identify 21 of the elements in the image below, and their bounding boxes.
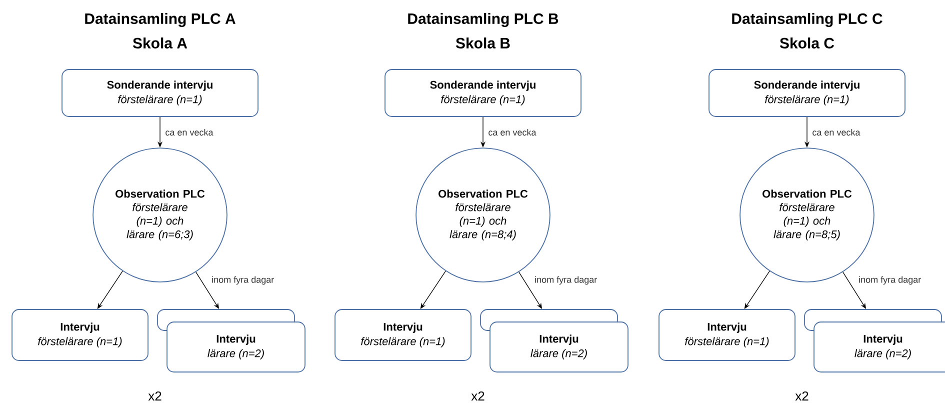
process-box: Sonderande intervju förstelärare (n=1) — [62, 69, 258, 117]
column-heading: Datainsamling PLC B — [408, 12, 558, 28]
multiplier-label: x2 — [148, 391, 162, 401]
edge-label: ca en vecka — [812, 128, 860, 136]
process-box: Intervju förstelärare (n=1) — [334, 309, 472, 361]
process-box: Sonderande intervju förstelärare (n=1) — [384, 69, 582, 117]
edge-label: ca en vecka — [488, 128, 536, 136]
process-box: Intervju lärare (n=2) — [166, 322, 306, 372]
multiplier-label: x2 — [795, 391, 808, 401]
column-heading: Skola B — [456, 38, 510, 48]
process-box: Intervju lärare (n=2) — [490, 322, 628, 372]
multiplier-label: x2 — [471, 391, 484, 401]
process-box: Sonderande intervju förstelärare (n=1) — [708, 69, 906, 117]
process-box: Intervju lärare (n=2) — [814, 322, 945, 372]
edge-label: ca en vecka — [166, 128, 214, 136]
column-heading: Datainsamling PLC A — [85, 12, 236, 28]
column-heading: Skola A — [132, 38, 188, 48]
process-box: Intervju förstelärare (n=1) — [658, 309, 796, 361]
process-box: Intervju förstelärare (n=1) — [12, 309, 148, 361]
column-heading: Datainsamling PLC C — [732, 12, 882, 28]
column-heading: Skola C — [780, 38, 834, 48]
